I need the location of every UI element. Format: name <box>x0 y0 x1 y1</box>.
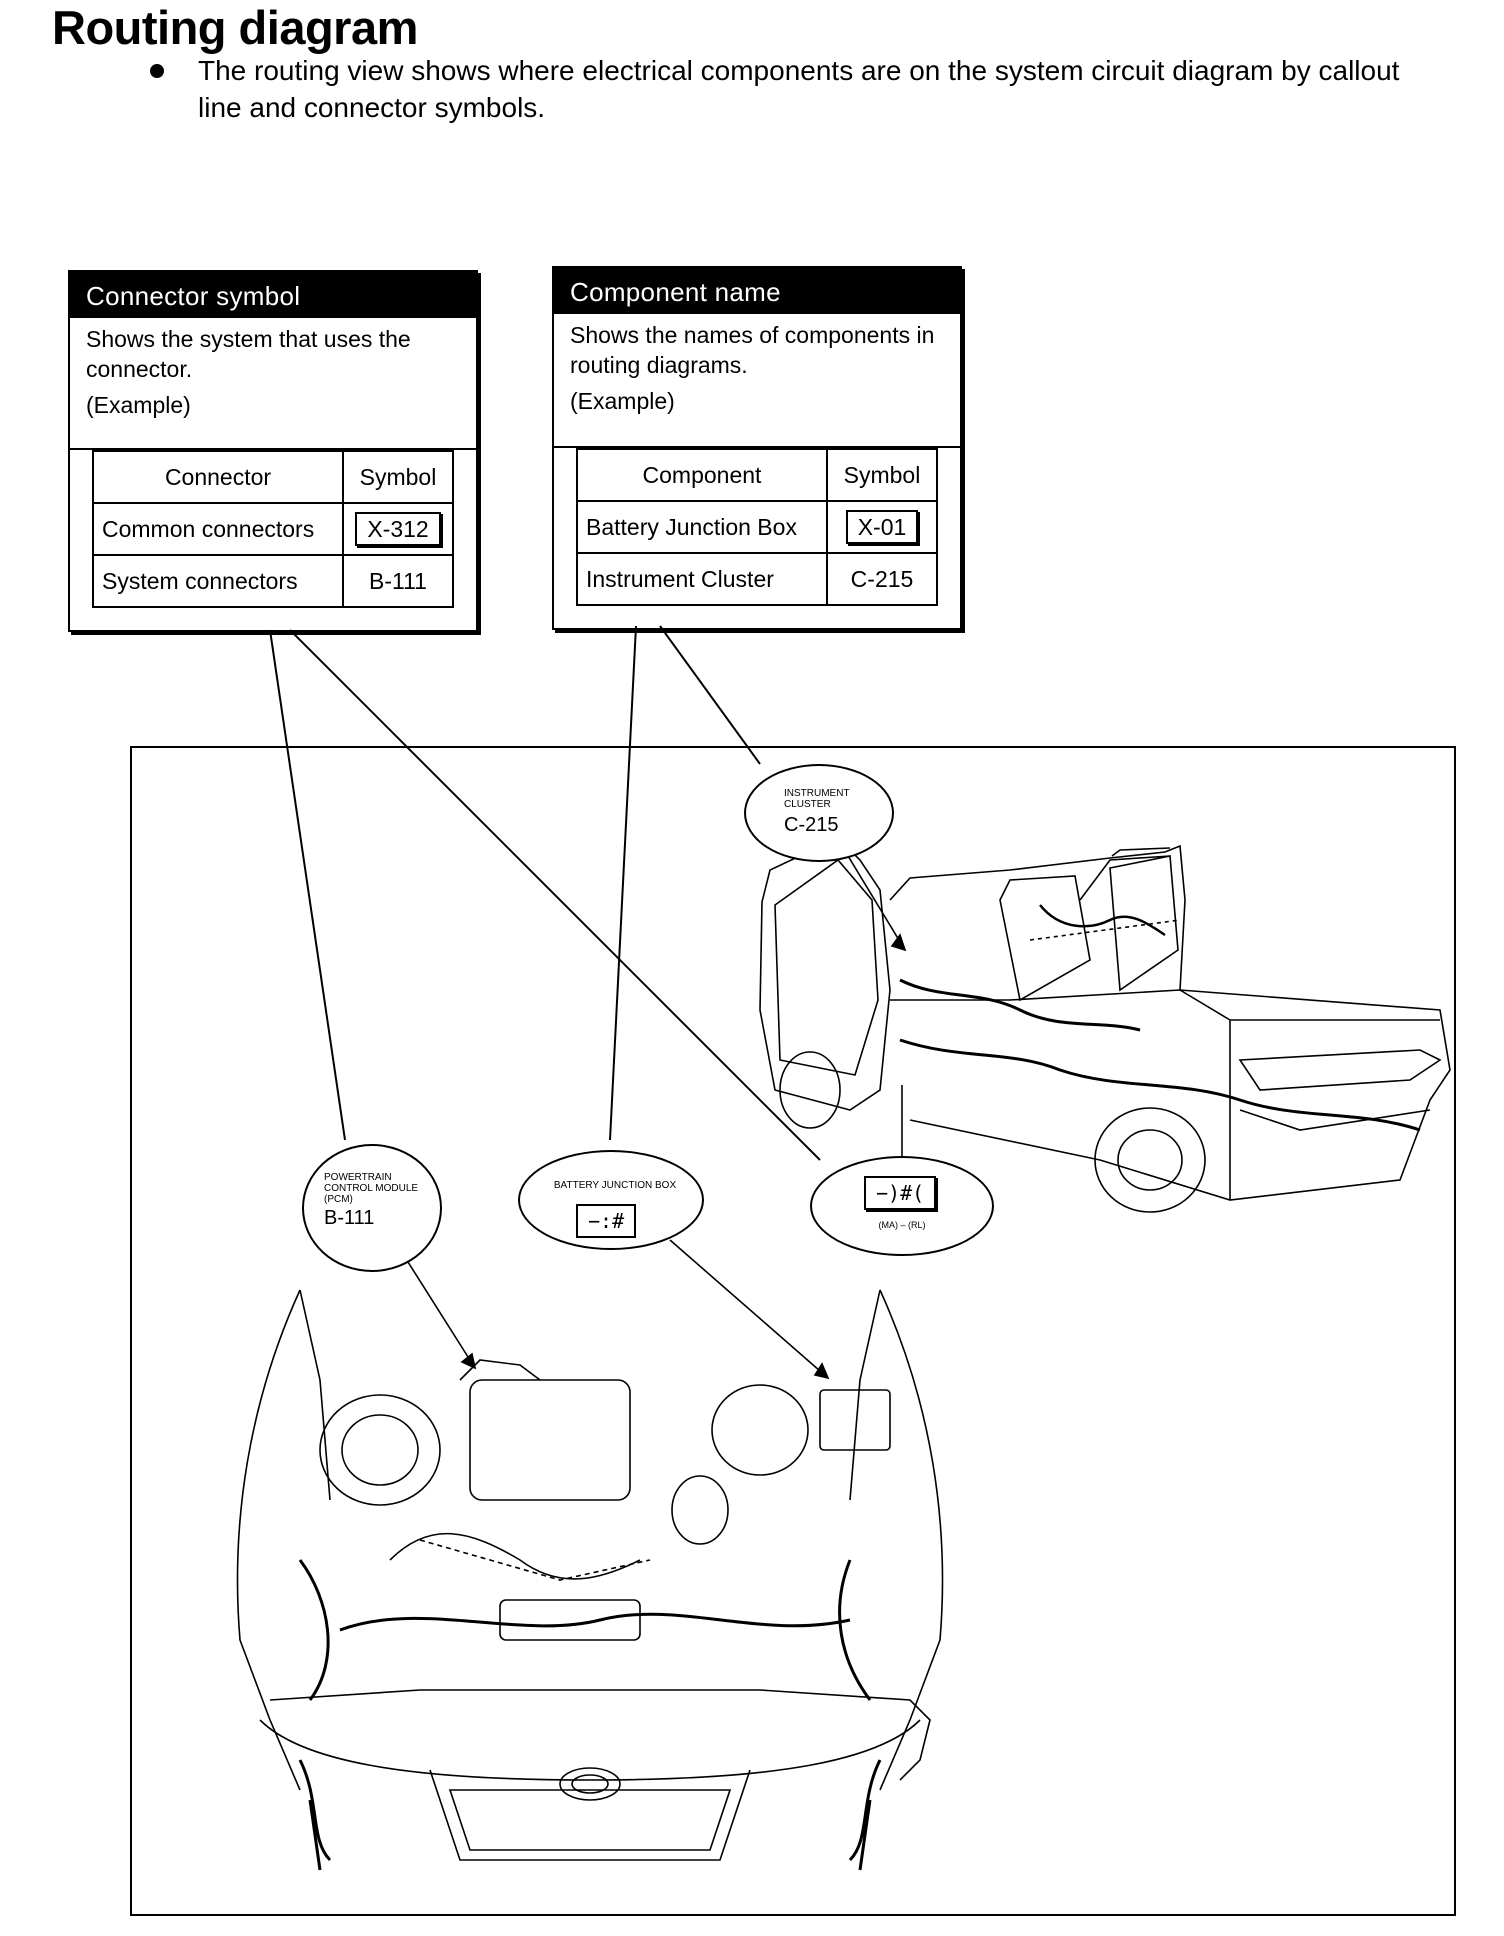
component-example-label: (Example) <box>570 388 675 414</box>
column-header-component: Component <box>576 448 828 502</box>
row-label: Common connectors <box>92 502 344 556</box>
connector-symbol: −)#( <box>864 1176 937 1210</box>
component-example-table: Component Symbol Battery Junction Box X-… <box>576 448 938 606</box>
divider <box>70 448 476 450</box>
component-symbol-value: X-01 <box>845 510 919 544</box>
connector-symbol: −:# <box>576 1204 637 1238</box>
pcm-callout: POWERTRAIN CONTROL MODULE (PCM) B-111 <box>302 1144 442 1272</box>
callout-code: C-215 <box>784 814 839 836</box>
connector-example-table: Connector Symbol Common connectors X-312… <box>92 450 454 608</box>
component-symbol-value: C-215 <box>826 552 938 606</box>
callout-subtitle: (MA) – (RL) <box>878 1220 926 1230</box>
callout-label: INSTRUMENT CLUSTER <box>784 788 850 810</box>
column-header-connector: Connector <box>92 450 344 504</box>
callout-arrows <box>407 845 907 1380</box>
row-label: Instrument Cluster <box>576 552 828 606</box>
table-header-row: Connector Symbol <box>92 450 454 504</box>
bullet-icon <box>150 64 164 78</box>
callout-label-line: (PCM) <box>324 1194 353 1205</box>
table-row: Instrument Cluster C-215 <box>576 552 938 606</box>
leader-lines <box>269 625 821 1161</box>
intro-text: The routing view shows where electrical … <box>198 55 1400 123</box>
interconnect-callout: −)#( (MA) – (RL) <box>810 1156 994 1256</box>
instrument-cluster-callout: INSTRUMENT CLUSTER C-215 <box>744 764 894 862</box>
callout-label-line: POWERTRAIN <box>324 1172 392 1183</box>
component-name-header: Component name <box>554 268 960 314</box>
column-header-symbol: Symbol <box>826 448 938 502</box>
callout-label-line: CONTROL MODULE <box>324 1183 419 1194</box>
connector-example-label: (Example) <box>86 392 191 418</box>
component-name-description: Shows the names of components in routing… <box>570 322 935 378</box>
table-row: System connectors B-111 <box>92 554 454 608</box>
row-label: System connectors <box>92 554 344 608</box>
battery-junction-box-callout: BATTERY JUNCTION BOX −:# <box>518 1150 704 1250</box>
divider <box>554 446 960 448</box>
row-label: Battery Junction Box <box>576 500 828 554</box>
column-header-symbol: Symbol <box>342 450 454 504</box>
callout-label: BATTERY JUNCTION BOX <box>553 1180 677 1191</box>
connector-symbol-header: Connector symbol <box>70 272 476 318</box>
connector-symbol-value: X-312 <box>355 512 441 546</box>
connector-symbol-box: Connector symbol Shows the system that u… <box>68 270 478 632</box>
page-title: Routing diagram <box>52 1 418 54</box>
table-row: Battery Junction Box X-01 <box>576 500 938 554</box>
table-row: Common connectors X-312 <box>92 502 454 556</box>
component-name-box: Component name Shows the names of compon… <box>552 266 962 630</box>
connector-symbol-description: Shows the system that uses the connector… <box>86 326 411 382</box>
table-header-row: Component Symbol <box>576 448 938 502</box>
engine-bay-drawing <box>236 1289 944 1871</box>
intro-bullet: The routing view shows where electrical … <box>150 52 1430 126</box>
routing-diagram-frame <box>130 746 1456 1916</box>
callout-code: B-111 <box>324 1207 375 1229</box>
pickup-truck-drawing <box>759 837 1451 1213</box>
connector-symbol-value: B-111 <box>342 554 454 608</box>
